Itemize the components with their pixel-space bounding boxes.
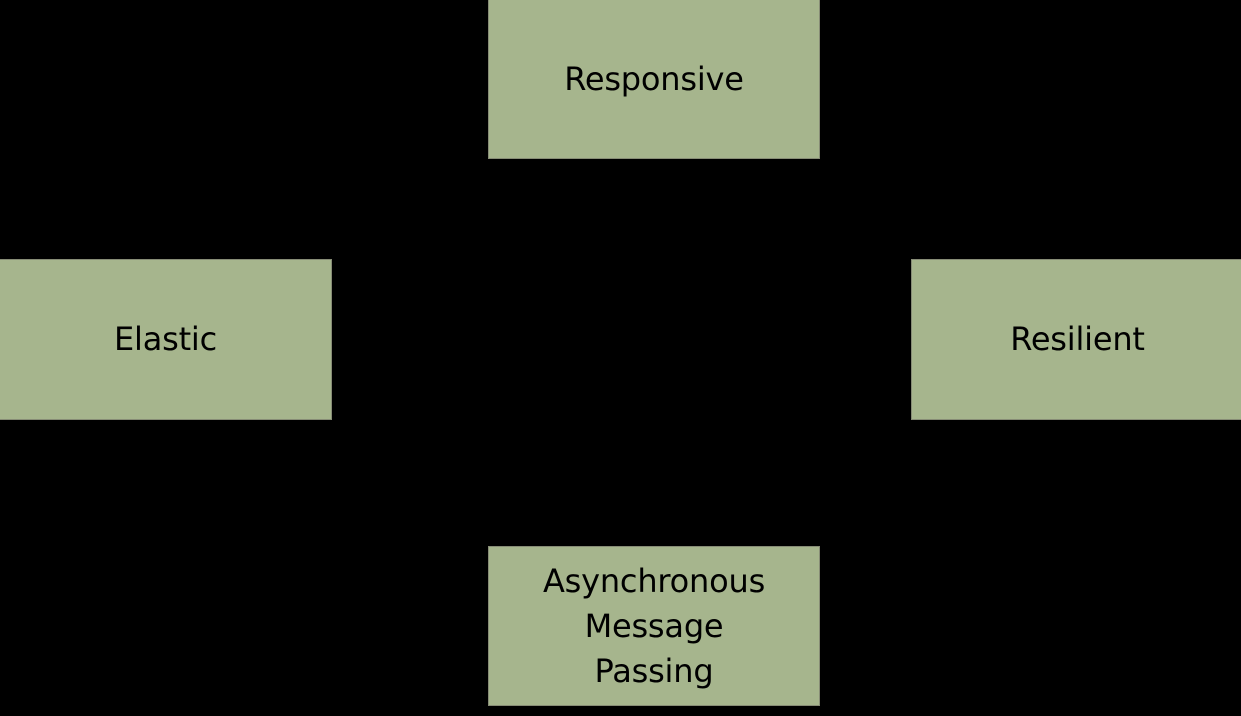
arrowhead-to-elastic-right	[332, 332, 346, 348]
connector-resilient-to-responsive	[818, 80, 913, 341]
arrowhead-to-responsive-right	[820, 73, 834, 89]
arrowhead-to-elastic-bottom	[159, 420, 175, 434]
connector-elastic-to-responsive	[330, 80, 490, 341]
node-elastic-label: Elastic	[113, 320, 218, 358]
node-resilient-label: Resilient	[1010, 320, 1145, 358]
node-responsive[interactable]: Responsive	[488, 0, 820, 159]
arrowhead-to-resilient-left	[897, 332, 911, 348]
node-asynchronous-message-passing[interactable]: Asynchronous Message Passing	[488, 546, 820, 706]
arrowhead-to-async-left	[474, 618, 488, 634]
node-resilient[interactable]: Resilient	[911, 259, 1241, 420]
arrowhead-to-elastic-top	[159, 245, 175, 259]
node-responsive-label: Responsive	[564, 60, 744, 98]
arrowhead-to-resilient-top	[1069, 245, 1085, 259]
arrowhead-to-async-right	[820, 618, 834, 634]
arrowhead-to-resilient-bottom	[1069, 420, 1085, 434]
connector-async-to-elastic	[330, 339, 490, 627]
node-asynchronous-message-passing-label: Asynchronous Message Passing	[542, 561, 766, 690]
node-elastic[interactable]: Elastic	[0, 259, 332, 420]
arrowhead-to-responsive-left	[474, 73, 488, 89]
connector-async-to-resilient	[818, 339, 913, 627]
